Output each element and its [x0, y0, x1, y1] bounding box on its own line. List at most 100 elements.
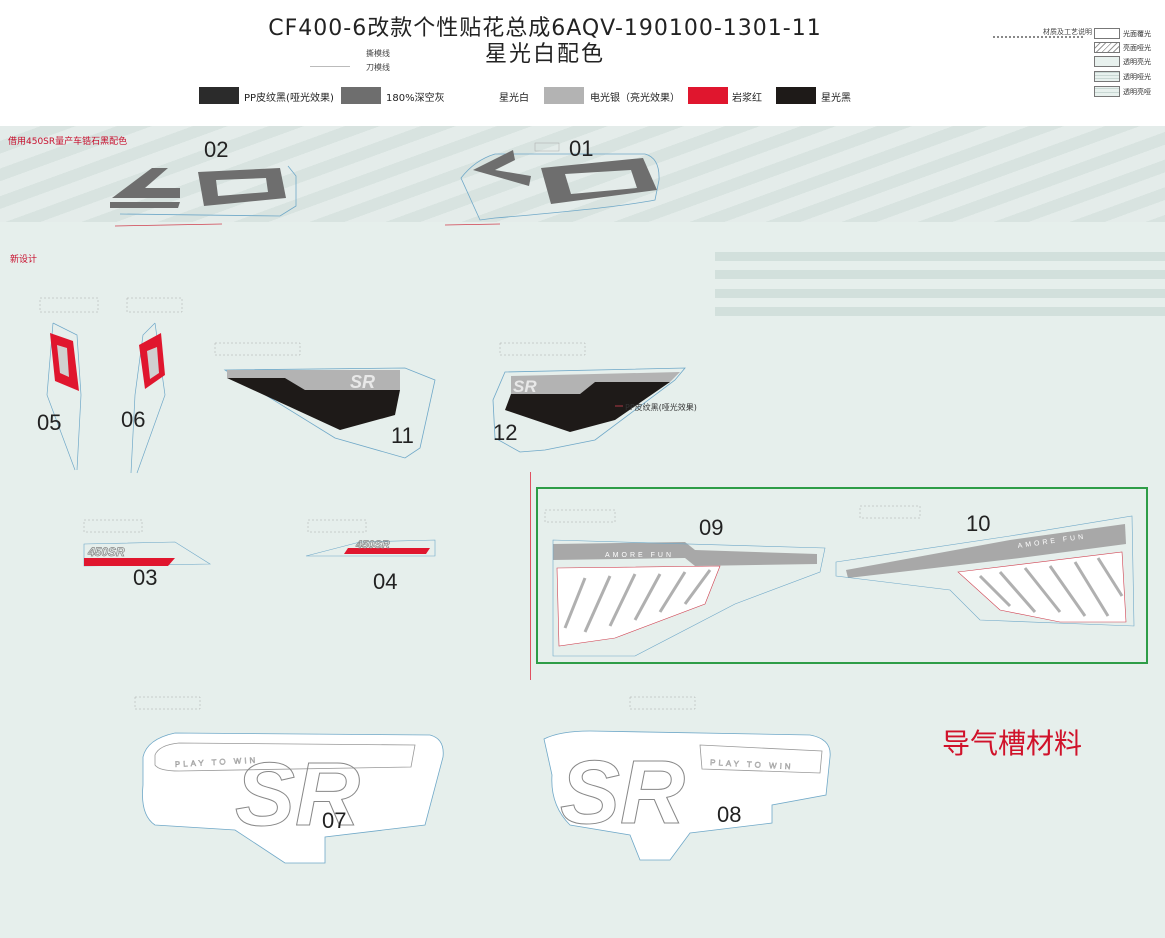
decal-05-fine-print: [39, 297, 99, 313]
decal-02-digit-4: [112, 168, 180, 198]
part-label-07: 07: [322, 808, 347, 833]
stripe-2: [715, 270, 1165, 279]
swatch-star-black: [776, 87, 816, 104]
material-note: 导气槽材料: [942, 727, 1083, 760]
decal-07-fine-print: [134, 696, 201, 710]
decal-09-diagonal-stripes: [563, 569, 712, 633]
legend-box-2: [1094, 42, 1120, 53]
legend-item-1: 光面覆光: [1123, 30, 1151, 38]
decal-12-fine-print: [499, 342, 586, 356]
decal-12-shape: SR: [492, 342, 686, 453]
decal-08-shape: PLAY TO WIN SR: [543, 696, 831, 861]
decal-11-sr-logo: SR: [350, 372, 375, 392]
stripe-4: [715, 307, 1165, 316]
swatch-label-pp-black: PP皮纹黑(哑光效果): [244, 93, 334, 104]
decal-02-shape: [110, 165, 297, 227]
legend-box-4: [1094, 71, 1120, 82]
swatch-silver: [544, 87, 584, 104]
legend-title: 材质及工艺说明: [1043, 28, 1092, 36]
swatch-label-silver: 电光银（亮光效果）: [590, 93, 680, 104]
decal-01-digit-4: [473, 150, 531, 186]
part-label-10: 10: [966, 511, 991, 536]
title-line-2: 星光白配色: [484, 42, 605, 67]
swatch-label-star-black: 星光黑: [821, 93, 851, 104]
part-label-08: 08: [717, 802, 742, 827]
decal-08-white-body: [543, 730, 831, 861]
swatch-lava-red: [688, 87, 728, 104]
decal-10-shape: AMORE FUN: [835, 505, 1135, 627]
decal-05-cut-outline: [46, 322, 82, 471]
decal-11-fine-print: [214, 342, 301, 356]
pp-callout-label: PP皮纹黑(哑光效果): [625, 403, 697, 412]
decal-09-fine-print: [544, 509, 616, 523]
decal-09-shape: AMORE FUN: [544, 509, 826, 657]
decal-03-red-strip: [84, 558, 175, 566]
legend-box-3: [1094, 56, 1120, 67]
decal-10-gray-strip: [846, 524, 1126, 578]
decal-02-red-line: [114, 223, 223, 227]
decal-12-sr-logo: SR: [513, 377, 537, 396]
decal-09-cut-outline: [552, 539, 826, 657]
decal-07-sr-logo: SR: [235, 745, 360, 845]
part-label-06: 06: [121, 407, 146, 432]
part-label-04: 04: [373, 569, 398, 594]
stripe-3: [715, 289, 1165, 298]
decal-07-white-body: [142, 732, 444, 864]
decal-01-red-line: [444, 223, 501, 226]
decal-04-cut-outline: [305, 539, 436, 557]
legend-fine-print: [993, 36, 1085, 38]
swatch-label-deep-gray: 180%深空灰: [386, 93, 445, 104]
decal-06-fine-print: [126, 297, 183, 313]
title-line-1: CF400-6改款个性贴花总成6AQV-190100-1301-11: [268, 16, 822, 41]
legend-item-2: 亮面哑光: [1123, 44, 1151, 52]
decal-03-shape: 450SR: [83, 519, 212, 567]
decal-01-cut-outline: [460, 153, 660, 221]
swatch-deep-gray: [341, 87, 381, 104]
line-type-label-tear: 撕模线: [366, 49, 390, 58]
cut-line-sample: [310, 66, 350, 67]
decal-11-silver-strip: [227, 370, 400, 390]
decal-04-fine-print: [307, 519, 367, 533]
decal-11-cut-outline: [223, 367, 436, 459]
decal-01-digit-0: [541, 158, 657, 204]
part-label-05: 05: [37, 410, 62, 435]
red-guide-line: [530, 472, 531, 680]
decal-04-shape: 450SR: [305, 519, 436, 557]
decal-10-diagonal-stripes: [978, 557, 1124, 617]
decal-05-06-shapes: [39, 297, 183, 474]
decal-03-fine-print: [83, 519, 143, 533]
decal-11-black-body: [227, 378, 400, 430]
part-label-01: 01: [569, 136, 594, 161]
decal-09-gray-strip: [553, 542, 817, 566]
reuse-note: 借用450SR量产车锆石黑配色: [8, 137, 128, 147]
reuse-section-band: [0, 126, 1165, 222]
part-label-03: 03: [133, 565, 158, 590]
decal-06-silver-logo: [147, 347, 159, 379]
decal-07-shape: PLAY TO WIN SR: [134, 696, 444, 864]
decal-11-shape: SR: [214, 342, 436, 459]
swatch-pp-black: [199, 87, 239, 104]
decal-02-cut-outline: [119, 165, 297, 217]
decal-04-red-strip: [344, 548, 430, 554]
green-highlight-frame: [536, 487, 1148, 664]
decal-04-450sr-logo: 450SR: [355, 539, 390, 551]
legend-item-5: 透明亮哑: [1123, 88, 1151, 96]
decal-10-fine-print: [859, 505, 921, 519]
legend-box-5: [1094, 86, 1120, 97]
part-label-12: 12: [493, 420, 518, 445]
part-label-02: 02: [204, 137, 229, 162]
decal-03-450sr-logo: 450SR: [87, 545, 125, 559]
header-panel: CF400-6改款个性贴花总成6AQV-190100-1301-11 星光白配色…: [0, 0, 1165, 126]
line-type-label-cut: 刀模线: [366, 63, 390, 72]
decal-12-cut-outline: [492, 367, 686, 453]
decal-08-upper-band: [699, 744, 823, 774]
decal-09-amore-fun: AMORE FUN: [605, 552, 674, 559]
legend-box-1: [1094, 28, 1120, 39]
decal-08-sr-logo: SR: [560, 743, 685, 843]
decal-07-upper-band: [154, 742, 416, 772]
swatch-label-lava-red: 岩浆红: [732, 93, 762, 104]
part-label-09: 09: [699, 515, 724, 540]
legend-item-4: 透明哑光: [1123, 73, 1151, 81]
new-design-note: 新设计: [10, 255, 38, 265]
swatch-label-star-white: 星光白: [499, 93, 529, 104]
